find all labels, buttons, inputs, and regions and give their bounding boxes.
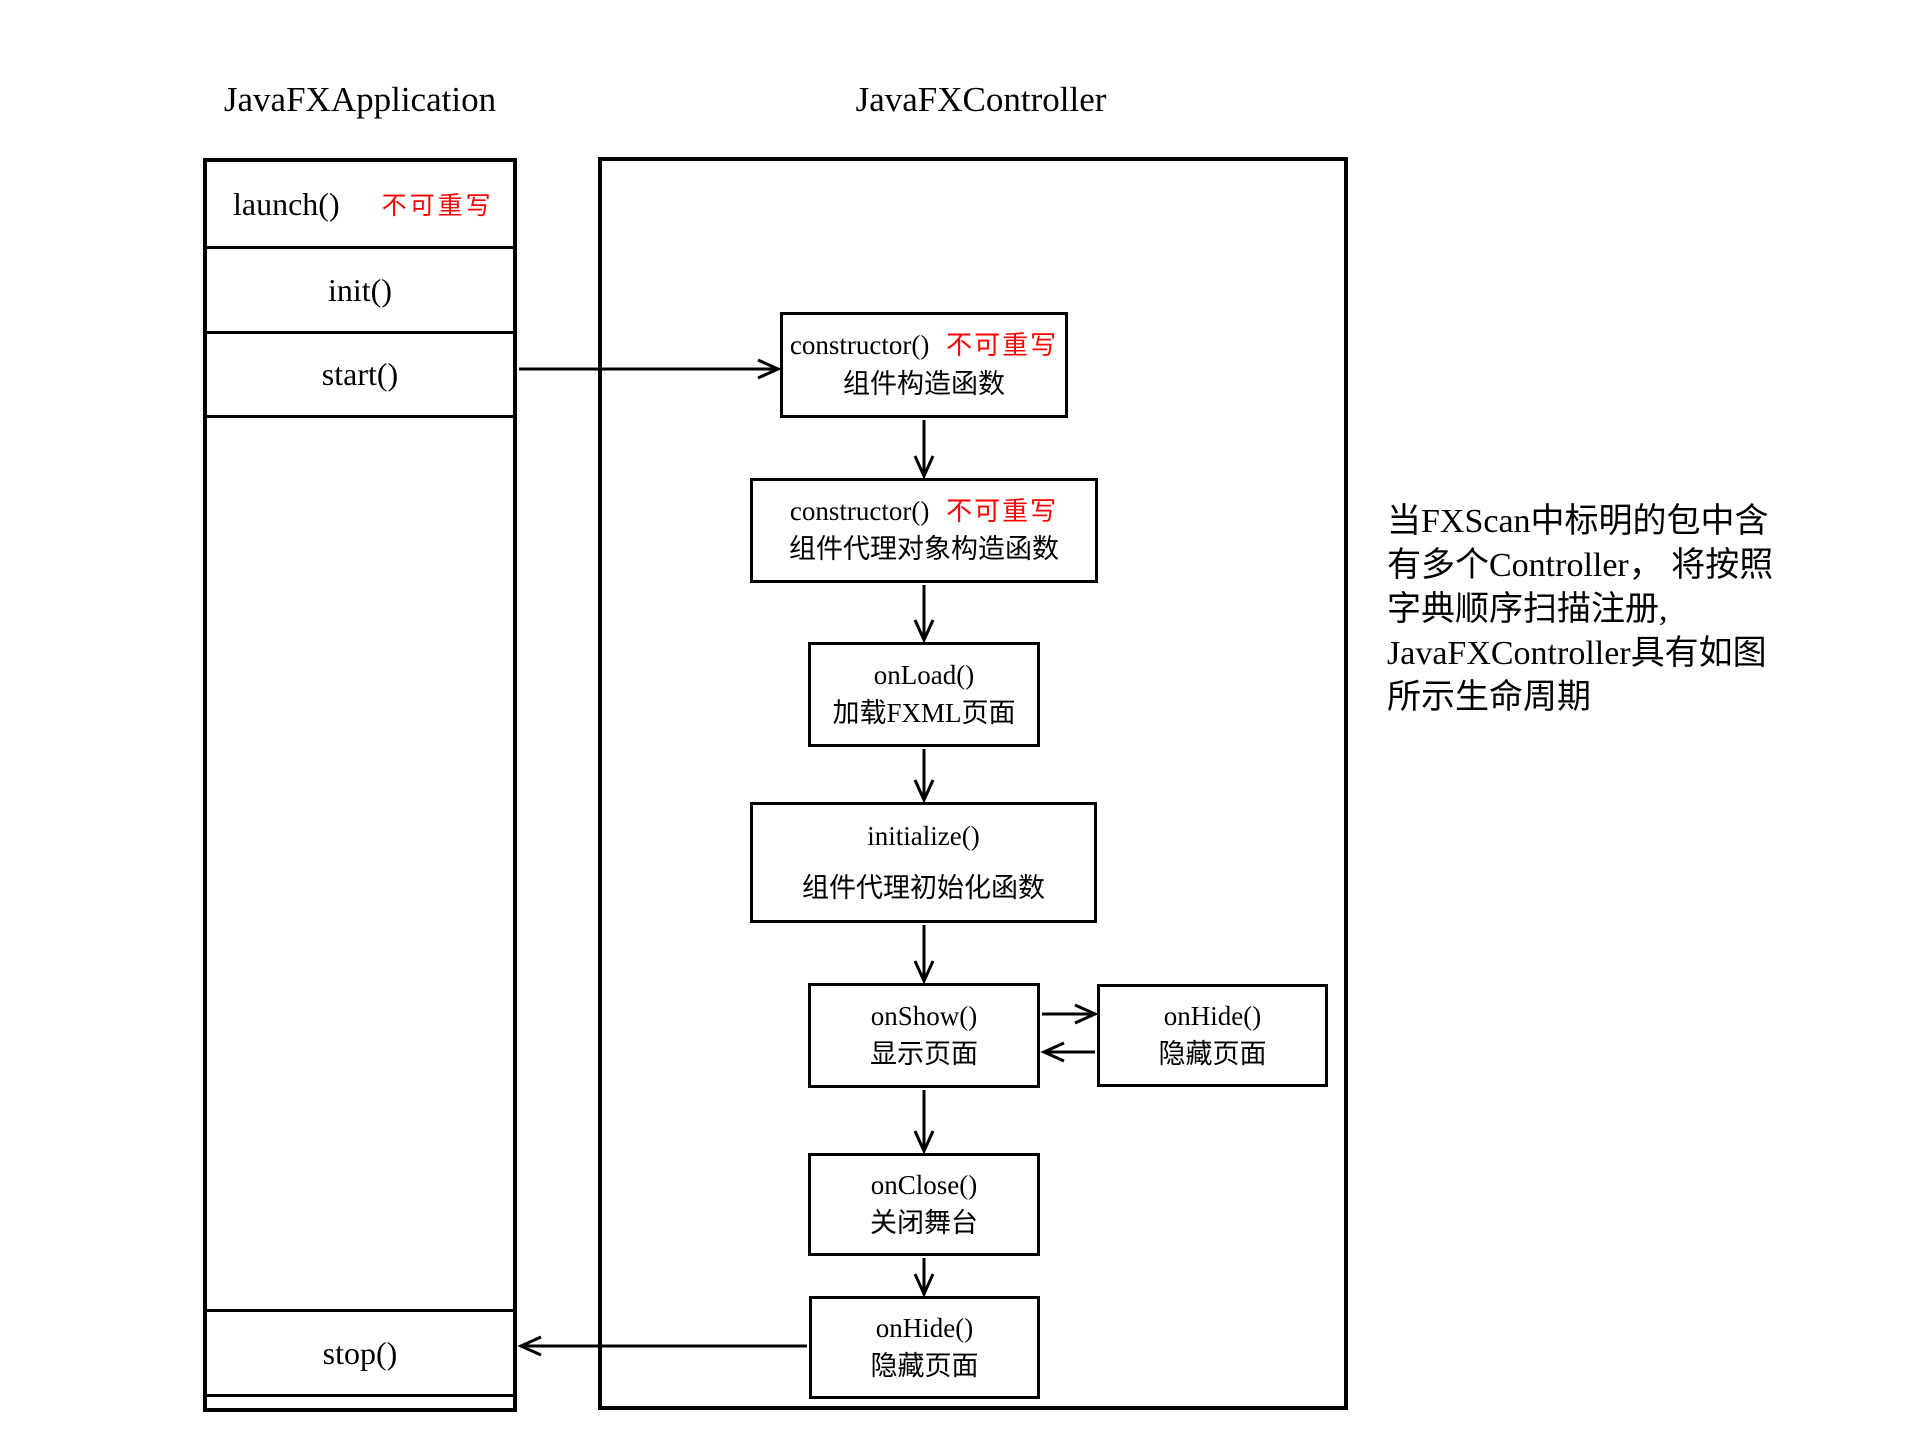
note-line: 字典顺序扫描注册, xyxy=(1387,591,1668,628)
node-title: onShow() xyxy=(870,1000,978,1031)
node-title: constructor() xyxy=(789,330,930,361)
start-row: start() xyxy=(207,334,513,415)
node-subtitle: 组件代理对象构造函数 xyxy=(789,534,1059,564)
node-title: onHide() xyxy=(1163,1000,1262,1031)
launch-override-note: 不可重写 xyxy=(381,193,494,220)
onshow-node: onShow() 显示页面 xyxy=(808,983,1040,1088)
javafx-application-box: launch() 不可重写 init() start() stop() xyxy=(203,158,517,1412)
node-title: initialize() xyxy=(867,821,980,852)
node-subtitle: 组件构造函数 xyxy=(843,368,1005,399)
divider xyxy=(207,1394,513,1397)
override-note: 不可重写 xyxy=(946,331,1059,361)
divider xyxy=(207,415,513,418)
launch-row: launch() 不可重写 xyxy=(207,162,513,246)
init-row: init() xyxy=(207,249,513,331)
constructor-proxy-node: constructor() 不可重写 组件代理对象构造函数 xyxy=(750,478,1098,583)
stop-row: stop() xyxy=(207,1312,513,1394)
node-subtitle: 关闭舞台 xyxy=(870,1208,978,1238)
divider xyxy=(207,331,513,334)
node-title: constructor() xyxy=(789,495,930,526)
init-label: init() xyxy=(328,271,392,308)
note-line: 有多个Controller， 将按照 xyxy=(1387,547,1774,584)
override-note: 不可重写 xyxy=(946,496,1059,526)
node-title: onLoad() xyxy=(873,659,975,690)
node-subtitle: 显示页面 xyxy=(870,1039,978,1069)
node-title: onClose() xyxy=(870,1169,978,1200)
onload-node: onLoad() 加载FXML页面 xyxy=(808,642,1040,747)
launch-label: launch() xyxy=(233,185,340,222)
constructor-node: constructor() 不可重写 组件构造函数 xyxy=(780,312,1068,418)
controller-class-title: JavaFXController xyxy=(855,80,1107,119)
divider xyxy=(207,246,513,249)
node-title-row: constructor() 不可重写 xyxy=(790,330,1058,361)
stop-label: stop() xyxy=(322,1334,398,1371)
onhide-bottom-node: onHide() 隐藏页面 xyxy=(809,1296,1040,1399)
node-subtitle: 加载FXML页面 xyxy=(832,698,1016,728)
onhide-right-node: onHide() 隐藏页面 xyxy=(1097,984,1328,1087)
node-subtitle: 隐藏页面 xyxy=(1158,1039,1267,1069)
note-line: 所示生命周期 xyxy=(1387,679,1591,716)
app-class-title: JavaFXApplication xyxy=(223,80,497,119)
note-line: JavaFXController具有如图 xyxy=(1387,635,1767,672)
divider xyxy=(207,1309,513,1312)
javafx-controller-box xyxy=(598,157,1348,1410)
node-title: onHide() xyxy=(875,1312,974,1343)
node-title-row: constructor() 不可重写 xyxy=(790,496,1058,527)
side-note: 当FXScan中标明的包中含 有多个Controller， 将按照 字典顺序扫描… xyxy=(1387,500,1897,720)
start-label: start() xyxy=(321,356,399,392)
note-line: 当FXScan中标明的包中含 xyxy=(1387,503,1769,540)
initialize-node: initialize() 组件代理初始化函数 xyxy=(750,802,1097,923)
node-subtitle: 隐藏页面 xyxy=(870,1351,979,1381)
onclose-node: onClose() 关闭舞台 xyxy=(808,1153,1040,1256)
node-subtitle: 组件代理初始化函数 xyxy=(802,872,1045,903)
